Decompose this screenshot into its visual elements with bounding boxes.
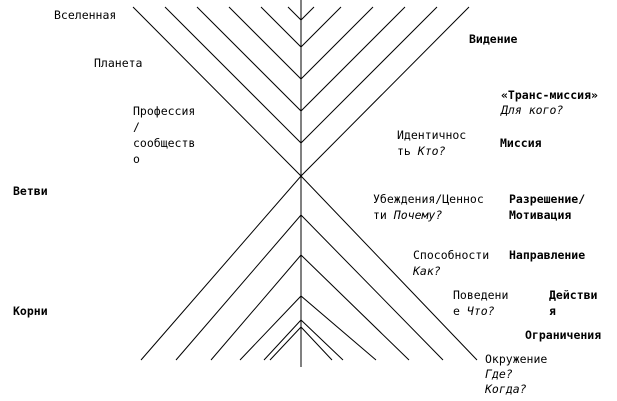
label-trans-mission: «Транс-миссия» [501,88,598,102]
label-planet: Планета [94,56,143,70]
label-what: Что? [466,304,495,318]
label-identity-end: ть Кто? [397,144,446,158]
funnel-line [269,326,333,361]
funnel-line [196,6,406,112]
label-profession-slash: / [133,120,140,134]
label-capabilities: Способности [413,248,490,262]
label-community-end: о [133,152,140,166]
label-beliefs-end: ти Почему? [373,208,443,222]
funnel-line [260,6,342,48]
label-motivation: Мотивация [509,208,572,222]
label-why: Почему? [393,208,443,222]
label-when: Когда? [485,382,527,396]
label-who: Кто? [417,144,446,158]
funnel-line [287,6,315,21]
funnel-line [175,214,444,361]
label-direction: Направление [509,248,586,262]
label-actions-end: я [549,304,556,318]
label-roots: Корни [13,304,48,318]
label-behavior-end: е Что? [453,304,495,318]
funnel-line [140,175,478,361]
label-profession: Профессия [133,104,196,118]
label-vision: Видение [469,32,518,46]
label-behavior: Поведени [453,288,509,302]
label-constraints: Ограничения [525,328,602,342]
label-community: сообществ [133,136,196,150]
lower-funnel [140,175,478,361]
label-universe: Вселенная [54,8,117,22]
label-for-whom: Для кого? [501,103,564,117]
funnel-line [239,295,377,361]
label-beliefs: Убеждения/Ценнос [373,192,484,206]
label-branches: Ветви [13,184,48,198]
funnel-line [210,254,410,361]
funnel-line [263,319,344,361]
label-permission: Разрешение/ [509,192,586,206]
label-mission: Миссия [500,136,542,150]
label-how: Как? [413,264,441,278]
label-actions: Действи [549,288,598,302]
funnel-line [164,6,438,144]
upper-funnel [132,6,470,177]
funnel-line [228,6,374,80]
label-where: Где? [485,367,513,381]
label-environment: Окружение [485,352,548,366]
label-identity: Идентичнос [397,128,467,142]
